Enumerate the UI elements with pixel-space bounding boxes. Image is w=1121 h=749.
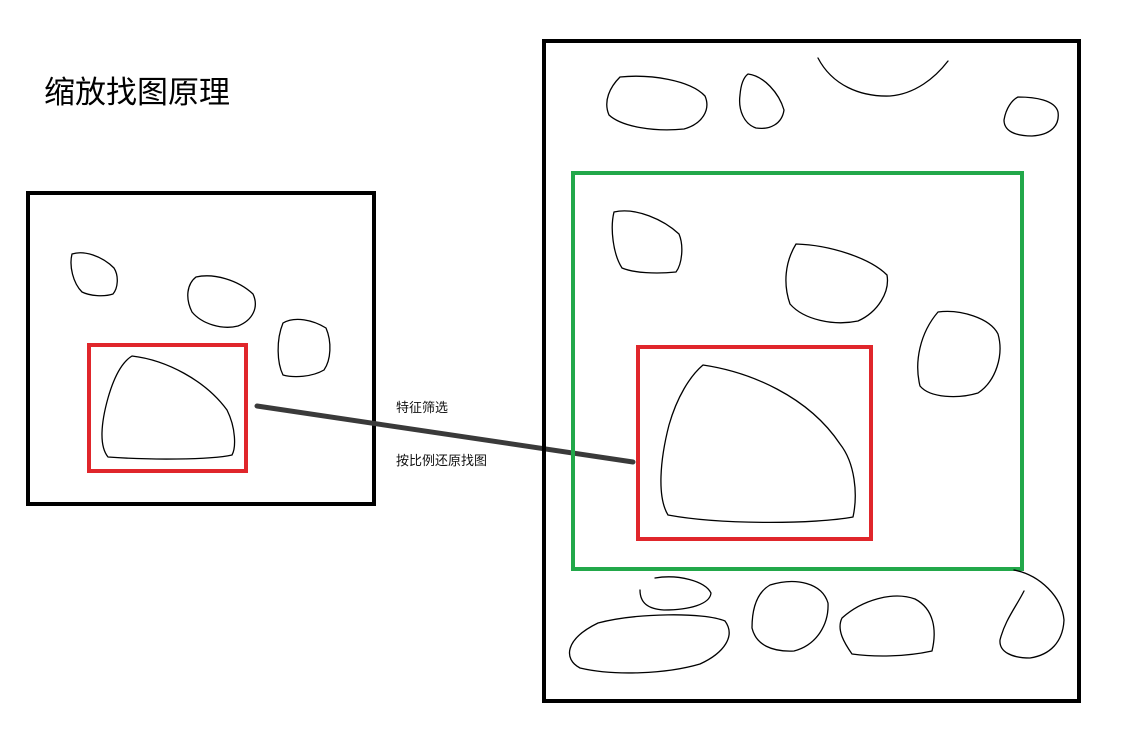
shape-scaled-3 [277,318,331,378]
shape-original-bottom-5 [999,569,1065,659]
shape-original-bottom-2 [568,614,730,674]
shape-original-bottom-4 [839,595,935,657]
scaled-image-frame [26,191,376,506]
diagram-title: 缩放找图原理 [44,75,230,111]
scale-restore-annotation: 按比例还原找图 [396,454,488,469]
shape-original-top-2 [738,73,785,130]
original-image-frame [542,39,1081,703]
shape-scaled-target [101,355,236,460]
shape-original-mid-1 [611,210,683,274]
shape-original-top-3 [1003,96,1059,137]
feature-filter-annotation: 特征筛选 [396,401,449,416]
original-match-box [636,345,873,541]
scaled-image-panel [26,191,376,506]
scaled-match-box [87,343,248,473]
original-image-panel [542,39,1081,703]
shape-original-top-arc [817,57,949,97]
shape-original-mid-3 [917,310,1001,398]
shape-scaled-1 [70,252,118,297]
shape-original-mid-2 [785,243,889,324]
shape-original-bottom-1 [639,576,712,611]
shape-original-bottom-3 [751,581,829,652]
shape-scaled-2 [187,275,256,328]
correspondence-connector [254,403,636,465]
shape-original-target [660,364,856,524]
shape-original-top-1 [606,75,708,131]
search-region-box [571,171,1024,571]
